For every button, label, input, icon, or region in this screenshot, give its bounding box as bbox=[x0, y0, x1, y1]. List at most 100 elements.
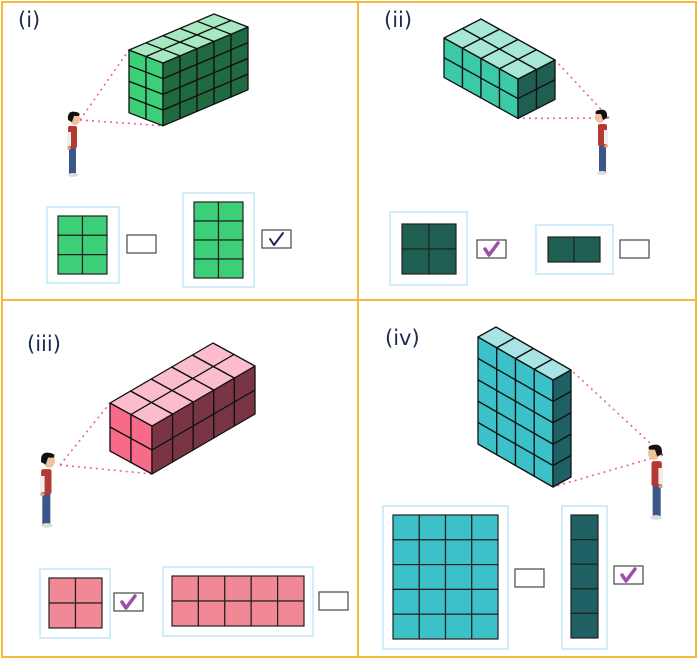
answer-option-2[interactable] bbox=[182, 192, 292, 288]
view-grid-cell bbox=[392, 539, 420, 566]
view-grid-cell bbox=[193, 258, 220, 279]
answer-checkbox[interactable] bbox=[126, 234, 157, 254]
answer-option-1[interactable] bbox=[39, 568, 144, 639]
sleeve bbox=[40, 476, 45, 493]
answer-checkbox[interactable] bbox=[318, 591, 349, 611]
view-grid-cell bbox=[224, 600, 252, 627]
sight-line bbox=[59, 402, 111, 466]
shoe bbox=[597, 171, 607, 175]
view-grid-cell bbox=[570, 563, 599, 590]
checkbox-box[interactable] bbox=[318, 591, 349, 611]
checkbox-box[interactable] bbox=[619, 239, 650, 259]
checkmark-icon bbox=[483, 241, 500, 257]
answer-checkbox[interactable] bbox=[261, 229, 292, 249]
top-face bbox=[477, 326, 572, 381]
view-grid-cell bbox=[418, 563, 447, 590]
cube-face bbox=[517, 49, 556, 71]
hair bbox=[595, 109, 608, 120]
view-grid-cell bbox=[217, 201, 244, 222]
answer-option-1[interactable] bbox=[46, 206, 157, 284]
view-grid-cell bbox=[471, 514, 499, 541]
top-face bbox=[128, 13, 249, 64]
view-grid-cell bbox=[401, 248, 430, 275]
panel-label-i: (i) bbox=[18, 8, 41, 32]
checkbox-box[interactable] bbox=[126, 234, 157, 254]
answer-option-2[interactable] bbox=[535, 224, 650, 275]
hand bbox=[604, 144, 608, 148]
view-grid-cell bbox=[570, 588, 599, 614]
view-grid-cell bbox=[428, 223, 457, 250]
panel-label-iii: (iii) bbox=[27, 332, 61, 356]
cube-face bbox=[552, 454, 572, 488]
view-grid-cell bbox=[428, 248, 457, 275]
cube-face bbox=[533, 358, 572, 381]
jeans bbox=[42, 492, 51, 525]
cube-block bbox=[477, 326, 572, 488]
hand bbox=[658, 484, 663, 489]
hand bbox=[40, 492, 45, 497]
answer-option-2[interactable] bbox=[561, 505, 644, 650]
view-grid-cell bbox=[74, 602, 103, 629]
answer-checkbox[interactable] bbox=[113, 592, 144, 612]
boy-figure bbox=[67, 111, 80, 177]
view-grid-cell bbox=[547, 236, 575, 263]
hand bbox=[67, 146, 71, 150]
view-grid-cell bbox=[193, 239, 220, 260]
view-grid-cell bbox=[570, 514, 599, 541]
view-grid-cell bbox=[57, 234, 84, 256]
view-grid-cell bbox=[217, 239, 244, 260]
view-grid-cell bbox=[224, 575, 252, 602]
answer-checkbox[interactable] bbox=[514, 568, 545, 588]
answer-option-1[interactable] bbox=[382, 505, 545, 650]
view-grid-cell bbox=[444, 514, 473, 541]
view-grid-cell bbox=[418, 514, 447, 541]
boy-figure bbox=[595, 109, 608, 175]
cube-block bbox=[128, 13, 249, 127]
cube-block bbox=[443, 18, 556, 120]
view-grid-cell bbox=[217, 220, 244, 241]
view-grid-cell bbox=[48, 602, 77, 629]
view-grid-cell bbox=[277, 600, 305, 627]
view-grid-cell bbox=[444, 588, 473, 615]
sight-line bbox=[570, 369, 664, 456]
boy-figure bbox=[40, 452, 55, 528]
answer-checkbox[interactable] bbox=[619, 239, 650, 259]
view-grid-cell bbox=[81, 234, 108, 256]
view-grid-cell bbox=[418, 539, 447, 566]
sight-line bbox=[552, 454, 664, 488]
side-face bbox=[552, 369, 572, 488]
front-face bbox=[477, 336, 554, 488]
checkmark-icon bbox=[120, 594, 137, 610]
view-grid-cell bbox=[193, 220, 220, 241]
boy-figure bbox=[648, 444, 663, 520]
view-grid-cell bbox=[277, 575, 305, 602]
view-grid-cell bbox=[57, 254, 84, 275]
shoe bbox=[650, 515, 662, 520]
checkbox-box[interactable] bbox=[514, 568, 545, 588]
view-grid-cell bbox=[392, 563, 420, 590]
view-grid-cell bbox=[573, 236, 601, 263]
view-grid-cell bbox=[444, 613, 473, 640]
hair bbox=[41, 452, 55, 465]
view-grid-cell bbox=[81, 215, 108, 236]
view-grid-cell bbox=[171, 600, 199, 627]
view-grid-cell bbox=[217, 258, 244, 279]
answer-option-1[interactable] bbox=[389, 211, 507, 286]
view-grid-cell bbox=[250, 575, 279, 602]
panel-label-ii: (ii) bbox=[384, 8, 413, 32]
view-grid-cell bbox=[74, 577, 103, 604]
view-grid-cell bbox=[250, 600, 279, 627]
answer-option-2[interactable] bbox=[162, 566, 349, 637]
view-grid-cell bbox=[418, 613, 447, 640]
view-grid-cell bbox=[392, 588, 420, 615]
answer-checkbox[interactable] bbox=[476, 239, 507, 259]
cube-face bbox=[212, 353, 256, 379]
panel-2 bbox=[389, 18, 650, 286]
sleeve bbox=[67, 132, 71, 146]
view-grid-cell bbox=[171, 575, 199, 602]
checkbox-box[interactable] bbox=[261, 229, 292, 249]
answer-checkbox[interactable] bbox=[613, 565, 644, 585]
jeans bbox=[652, 484, 661, 517]
